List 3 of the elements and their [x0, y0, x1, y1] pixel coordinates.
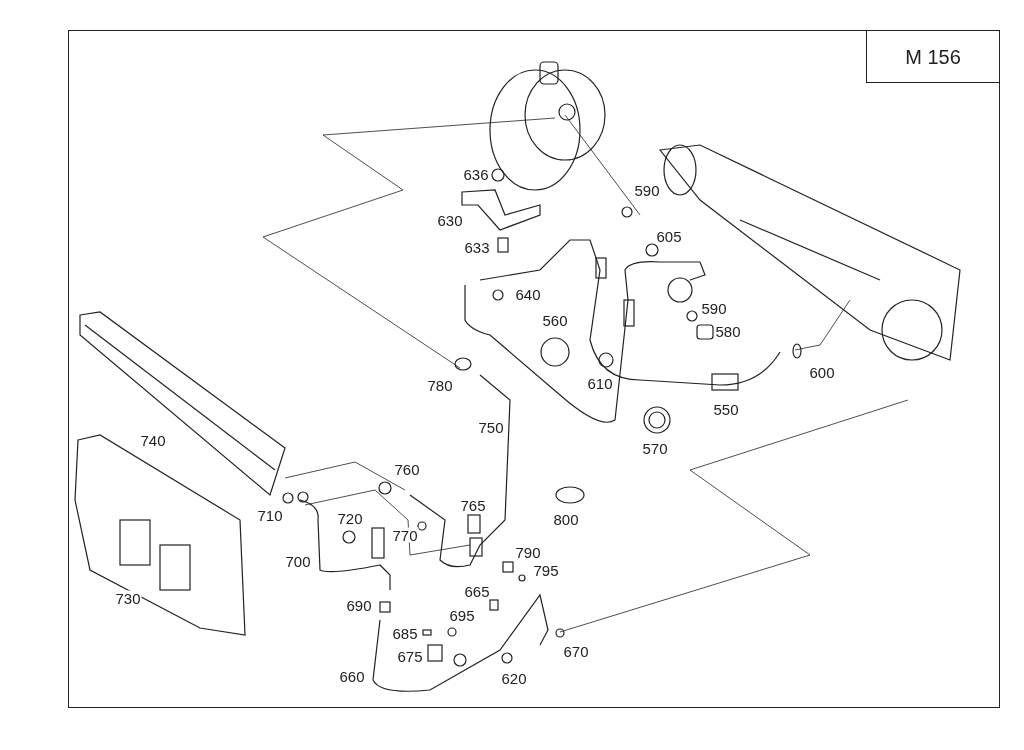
page-code-box: M 156: [866, 30, 1000, 83]
callout-number: 770: [391, 527, 419, 543]
callout-number: 730: [114, 590, 142, 606]
